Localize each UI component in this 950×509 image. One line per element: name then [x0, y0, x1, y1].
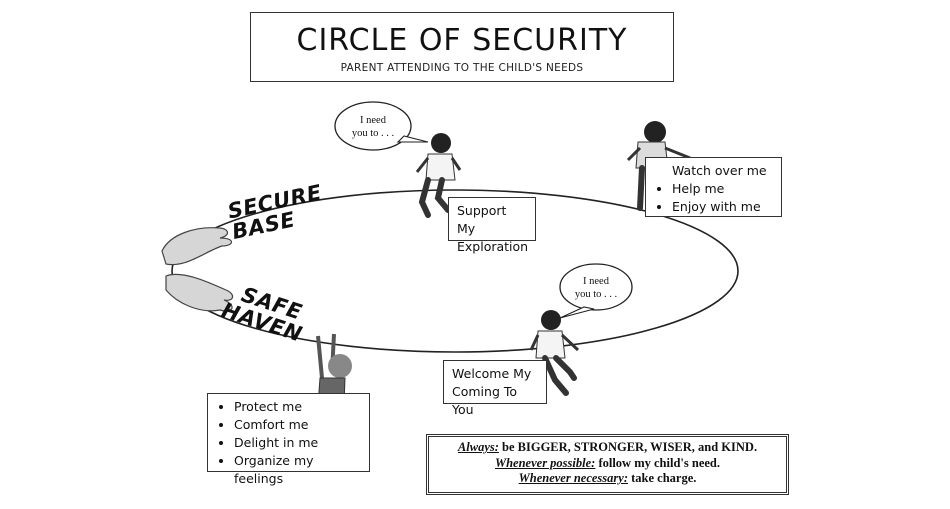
speech-bubble-text-top: I need you to . . . [338, 114, 408, 140]
protect-item-label: Protect me [234, 398, 361, 416]
guidance-line1-rest: be BIGGER, STRONGER, WISER, and KIND. [498, 440, 758, 454]
bubble-bottom-line2: you to . . . [574, 289, 618, 300]
watch-item-label: Watch over me [672, 163, 767, 178]
welcome-line2: Coming To You [452, 384, 518, 417]
protect-comfort-box: Protect me Comfort me Delight in me Orga… [207, 393, 370, 486]
title-box: CIRCLE OF SECURITY PARENT ATTENDING TO T… [250, 12, 674, 82]
bubble-top-line2: you to . . . [351, 128, 395, 139]
support-exploration-box: Support My Exploration [448, 197, 536, 254]
child-walking-icon-top [415, 133, 462, 218]
protect-item-label: Organize my feelings [234, 452, 361, 488]
support-line2: Exploration [457, 239, 529, 254]
speech-bubble-icon-bottom [559, 263, 633, 319]
guidance-line1-lead: Always: [457, 440, 499, 454]
guidance-line2-lead: Whenever possible: [494, 455, 596, 470]
bubble-top-line1: I need [360, 115, 386, 126]
speech-bubble-text-bottom: I need you to . . . [561, 275, 631, 301]
bubble-bottom-line1: I need [583, 276, 609, 287]
guidance-line3-rest: take charge. [627, 471, 697, 485]
guidance-line3-lead: Whenever necessary: [518, 471, 628, 485]
guidance-line2: Whenever possible: follow my child's nee… [429, 456, 786, 472]
welcome-line1: Welcome My [452, 366, 532, 381]
guidance-line1: Always: be BIGGER, STRONGER, WISER, and … [429, 440, 786, 456]
watch-item-label: Enjoy with me [672, 198, 773, 216]
speech-bubble-icon-top [334, 101, 429, 151]
watch-item-label: Help me [672, 180, 773, 198]
circle-path [171, 189, 739, 353]
open-hands-icon [161, 227, 234, 312]
support-line1: Support My [457, 203, 507, 236]
page-title: CIRCLE OF SECURITY [296, 23, 628, 58]
guidance-line2-rest: follow my child's need. [595, 455, 720, 470]
protect-item-label: Delight in me [234, 434, 361, 452]
welcome-coming-box: Welcome My Coming To You [443, 360, 547, 417]
guidance-line3: Whenever necessary: take charge. [429, 471, 786, 487]
page-subtitle: PARENT ATTENDING TO THE CHILD'S NEEDS [340, 62, 584, 74]
watch-over-box: Watch over me Help me Enjoy with me [645, 157, 782, 217]
protect-item-label: Comfort me [234, 416, 361, 434]
child-walking-icon-bottom [529, 310, 580, 396]
guidance-box: Always: be BIGGER, STRONGER, WISER, and … [426, 434, 789, 495]
